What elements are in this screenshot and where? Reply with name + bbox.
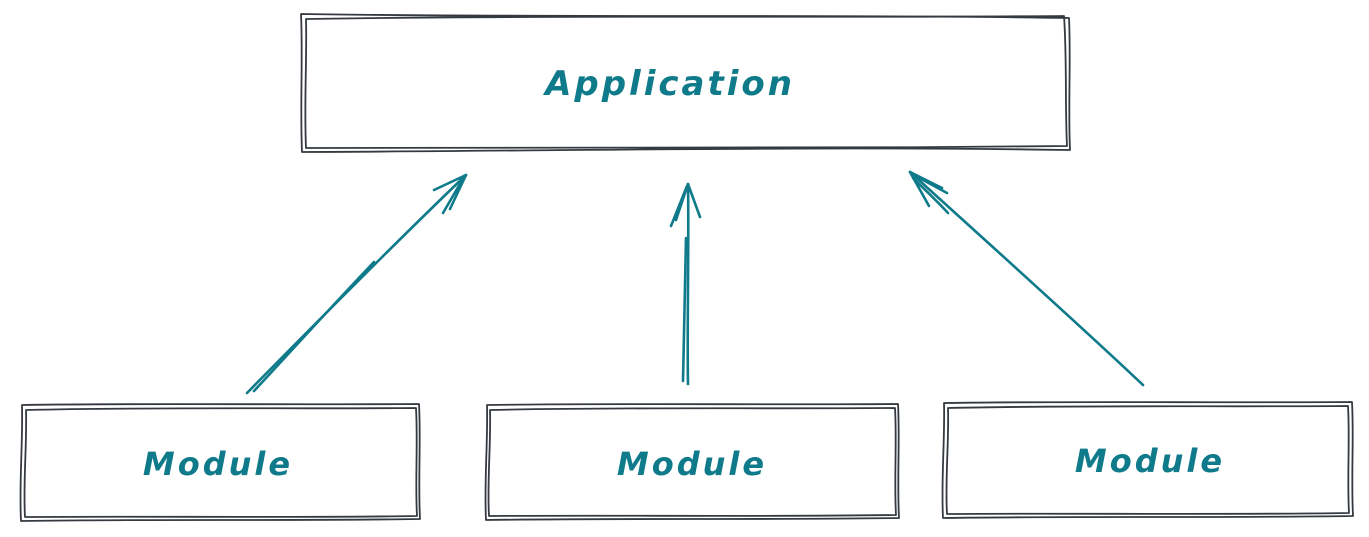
arrow2-shaft [686,182,690,386]
module3-box-stroke-1 [945,405,1350,515]
module1-node-box [19,403,421,522]
arrow3-head [908,170,949,208]
node-boxes [19,13,1354,522]
module3-box-stroke-2 [941,401,1354,519]
arrow1-head [432,173,468,215]
application-box-stroke-2 [300,13,1071,153]
arrow1-shaft [245,173,468,395]
node-labels: Application Module Module Module [143,64,1225,483]
arrow2-shaft-sketch [681,236,688,383]
module1-box-stroke-1 [23,407,418,518]
arrow1-shaft-sketch [252,260,376,393]
arrow-module3-to-application [908,170,1145,387]
arrow2-head [669,182,702,228]
arrow-module2-to-application [669,182,702,386]
module3-label: Module [1075,442,1225,480]
module1-box-stroke-2 [19,403,421,522]
module2-box-stroke-2 [484,403,900,521]
application-node-box [300,13,1071,153]
edge-arrows [245,170,1145,395]
arrow3-shaft [908,170,1145,387]
module2-label: Module [617,445,767,483]
module1-label: Module [143,445,293,483]
arrow-module1-to-application [245,173,468,395]
module3-node-box [941,401,1354,519]
module2-box-stroke-1 [487,407,897,517]
module2-node-box [484,403,900,521]
application-label: Application [542,64,795,104]
